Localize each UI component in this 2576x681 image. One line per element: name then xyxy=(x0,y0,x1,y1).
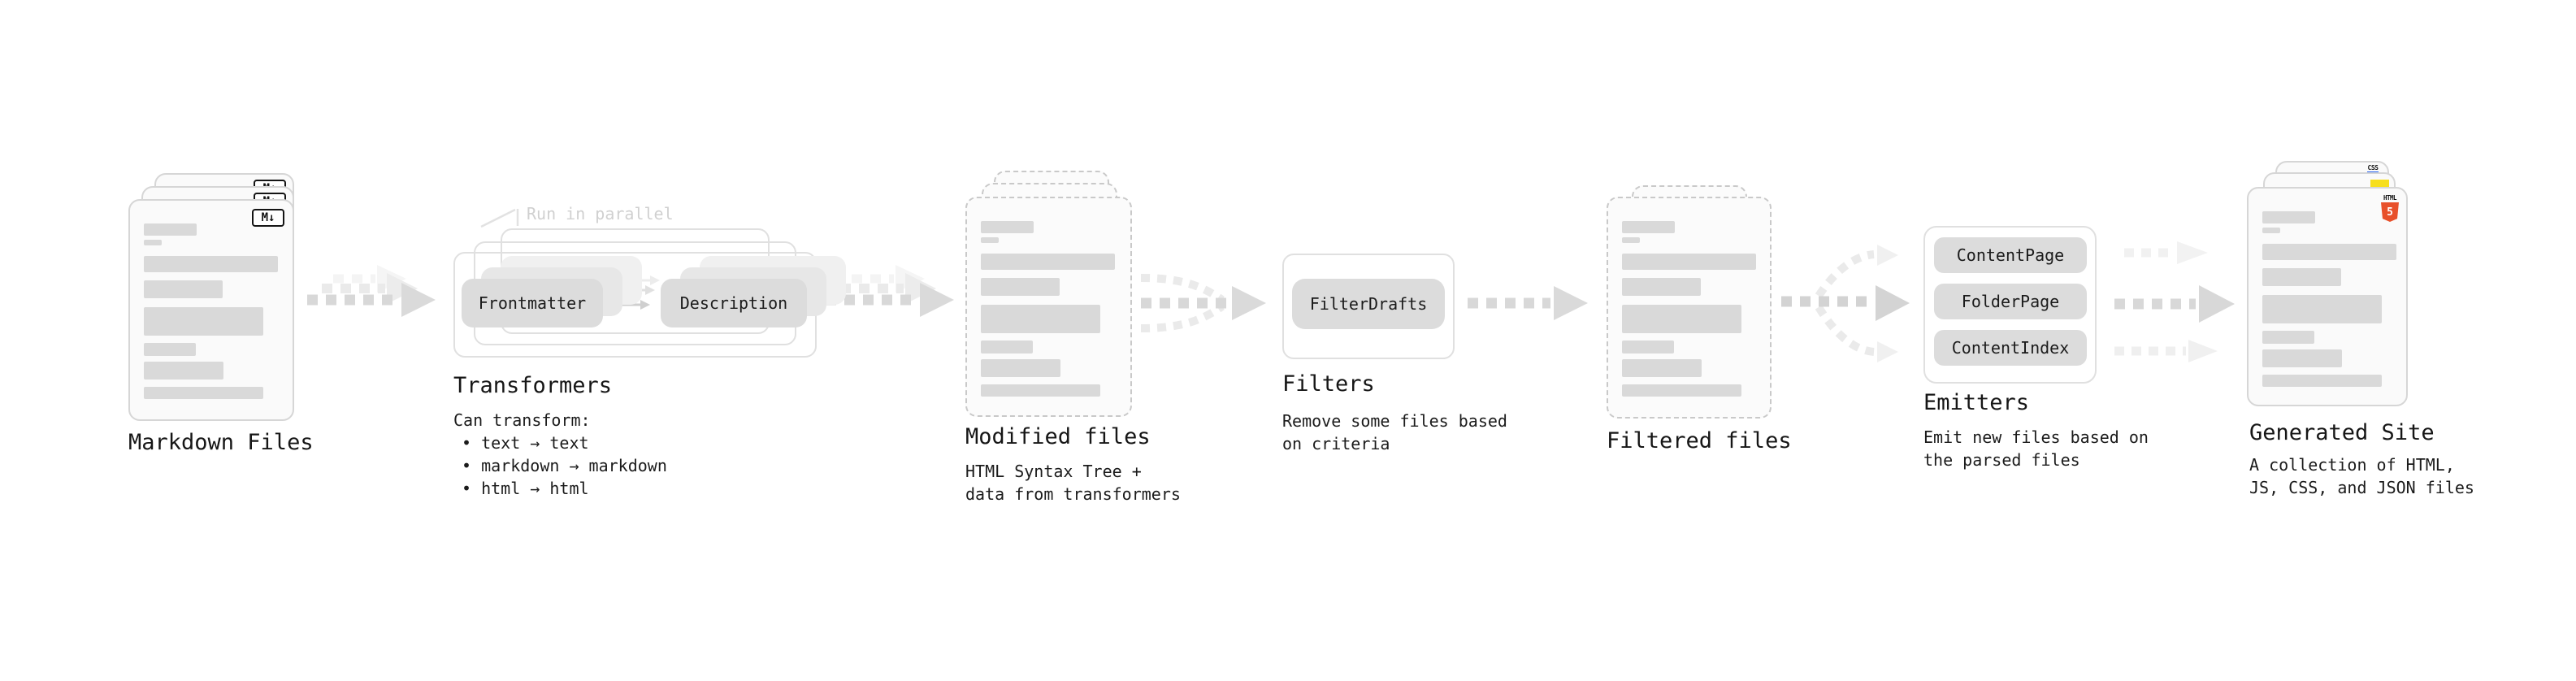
placeholder-bar xyxy=(2262,295,2382,323)
placeholder-bar xyxy=(1622,384,1741,397)
placeholder-bar xyxy=(981,254,1115,270)
placeholder-bar xyxy=(1622,278,1701,296)
placeholder-bar xyxy=(2262,349,2342,367)
transformers-desc-heading: Can transform: xyxy=(453,410,591,430)
generated-site-desc: A collection of HTML, JS, CSS, and JSON … xyxy=(2249,455,2474,497)
placeholder-bar xyxy=(1622,359,1702,377)
generated-file-card: HTML 5 xyxy=(2247,187,2408,406)
placeholder-bar xyxy=(144,307,263,336)
contentindex-pill: ContentIndex xyxy=(1934,330,2087,366)
placeholder-bar xyxy=(981,384,1100,397)
placeholder-bar xyxy=(2262,375,2382,387)
emitters-label: Emitters xyxy=(1923,390,2030,415)
folderpage-pill: FolderPage xyxy=(1934,284,2087,319)
arrow-filtered-to-emitters xyxy=(1781,245,1910,362)
placeholder-bar xyxy=(1622,340,1674,354)
placeholder-bar xyxy=(981,237,999,243)
markdown-file-card: M↓ xyxy=(128,199,294,421)
generated-site-label: Generated Site xyxy=(2249,420,2435,445)
placeholder-bar xyxy=(2262,331,2314,344)
placeholder-bar xyxy=(2262,211,2315,223)
modified-files-desc: HTML Syntax Tree + data from transformer… xyxy=(965,462,1181,504)
transformers-bullet: • html → html xyxy=(462,479,589,498)
filters-label: Filters xyxy=(1282,371,1375,397)
contentpage-pill: ContentPage xyxy=(1934,237,2087,273)
placeholder-bar xyxy=(144,256,278,272)
placeholder-bar xyxy=(2262,268,2341,286)
css-icon-label: CSS xyxy=(2367,164,2379,171)
placeholder-bar xyxy=(1622,237,1640,243)
transformers-bullet: • text → text xyxy=(462,433,589,453)
placeholder-bar xyxy=(981,278,1060,296)
filterdrafts-pill: FilterDrafts xyxy=(1292,279,1445,329)
placeholder-bar xyxy=(1622,221,1675,233)
placeholder-bar xyxy=(144,240,162,245)
placeholder-bar xyxy=(144,223,197,236)
emitters-desc: Emit new files based on the parsed files xyxy=(1923,427,2149,470)
filters-box xyxy=(1282,254,1455,359)
arrows-emitters-to-generated xyxy=(2114,241,2235,362)
filtered-files-label: Filtered files xyxy=(1607,428,1792,453)
markdown-icon: M↓ xyxy=(252,209,284,227)
emitters-box xyxy=(1923,226,2097,384)
placeholder-bar xyxy=(981,340,1033,354)
html5-icon-word: HTML xyxy=(2383,194,2397,202)
run-in-parallel-annotation: Run in parallel xyxy=(527,204,674,223)
html5-icon-shield: 5 xyxy=(2381,202,2399,222)
transformers-bullet: • markdown → markdown xyxy=(462,456,667,475)
placeholder-bar xyxy=(981,221,1034,233)
placeholder-bar xyxy=(2262,244,2396,260)
filters-desc: Remove some files based on criteria xyxy=(1282,411,1507,453)
placeholder-bar xyxy=(144,387,263,399)
modified-files-label: Modified files xyxy=(965,424,1151,449)
placeholder-bar xyxy=(2262,228,2280,233)
js-icon xyxy=(2370,180,2389,188)
arrow-markdown-to-transformers xyxy=(307,265,436,317)
placeholder-bar xyxy=(981,359,1060,377)
frontmatter-pill: Frontmatter xyxy=(462,279,603,327)
arrow-modified-to-filters xyxy=(1140,274,1266,332)
placeholder-bar xyxy=(1622,254,1756,270)
placeholder-bar xyxy=(1622,305,1741,333)
description-pill: Description xyxy=(661,279,807,327)
placeholder-bar xyxy=(144,362,223,380)
placeholder-bar xyxy=(981,305,1100,333)
html5-icon: HTML 5 xyxy=(2380,195,2400,222)
arrow-filters-to-filtered xyxy=(1468,286,1588,320)
filtered-file-card xyxy=(1607,197,1772,419)
modified-file-card xyxy=(965,197,1132,417)
transformers-label: Transformers xyxy=(453,373,613,398)
annotation-leader-line xyxy=(480,208,519,228)
placeholder-bar xyxy=(144,343,196,356)
html5-icon-number: 5 xyxy=(2387,206,2393,219)
markdown-files-label: Markdown Files xyxy=(128,430,314,455)
placeholder-bar xyxy=(144,280,223,298)
